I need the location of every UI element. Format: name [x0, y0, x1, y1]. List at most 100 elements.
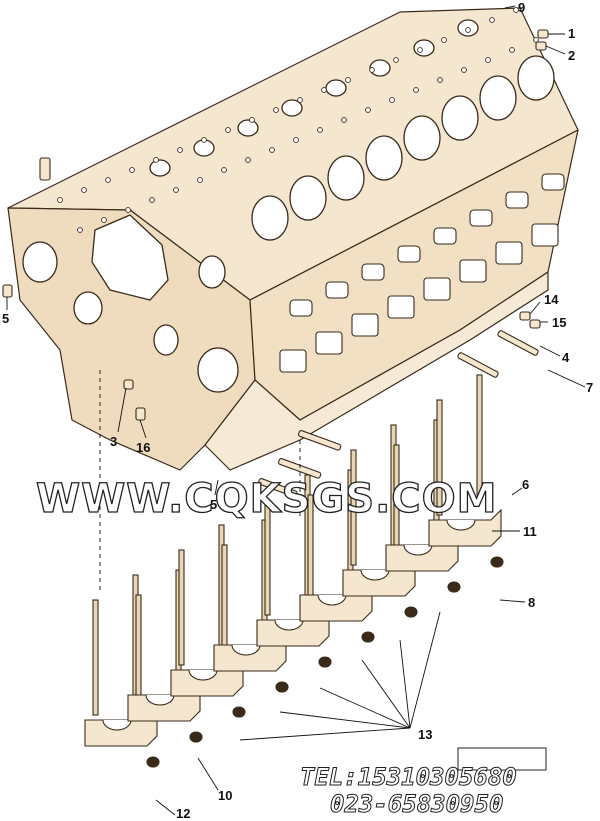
callout-10: 10 [218, 788, 232, 803]
side-port [505, 191, 529, 209]
plug-2 [535, 41, 547, 51]
leader-13-b [279, 711, 411, 729]
block-bolts [2, 29, 549, 498]
bolt-6b [277, 458, 322, 479]
cylinder-bore [517, 55, 555, 101]
deck-bolt-hole [393, 57, 399, 63]
deck-bolt-hole [125, 207, 131, 213]
cap-stud [436, 399, 443, 516]
leader-13-d [361, 659, 411, 729]
cap-nut [404, 606, 418, 618]
bolt-4 [457, 352, 499, 378]
leader-7 [547, 369, 586, 388]
deck-bolt-hole [273, 107, 279, 113]
water-jacket-port [237, 119, 259, 137]
deck-bolt-hole [101, 217, 107, 223]
leader-2 [545, 45, 566, 55]
deck-bolt-hole [293, 137, 299, 143]
deck-bolt-hole [297, 97, 303, 103]
leader-13-e [399, 639, 411, 729]
leader-13-a [239, 727, 411, 741]
front-bore-4 [197, 347, 239, 393]
deck-bolt-hole [489, 17, 495, 23]
cap-bore [145, 694, 175, 706]
side-port [469, 209, 493, 227]
leader-9 [504, 5, 516, 9]
deck-bolt-hole [389, 97, 395, 103]
website-watermark: WWW.CQKSGS.COM [36, 476, 497, 522]
callout-5-left: 5 [2, 311, 9, 326]
crankcase-window [387, 295, 415, 319]
bearing-cap-assembly [428, 374, 504, 568]
callout-4: 4 [562, 350, 570, 365]
deck-bolt-hole [513, 7, 519, 13]
water-jacket-port [325, 79, 347, 97]
cap-bore [403, 544, 433, 556]
callout-16: 16 [136, 440, 150, 455]
bolt-6a [297, 430, 342, 451]
callout-7: 7 [586, 380, 593, 395]
deck-bolt-hole [57, 197, 63, 203]
deck-bolt-hole [465, 27, 471, 33]
water-jacket-port [149, 159, 171, 177]
cylinder-bore [327, 155, 365, 201]
crankcase-window [459, 259, 487, 283]
water-jacket-port [413, 39, 435, 57]
cylinder-bore [289, 175, 327, 221]
deck-bolt-hole [153, 157, 159, 163]
cap-nut [490, 556, 504, 568]
front-bore-3 [153, 324, 179, 356]
deck-bolt-holes [57, 7, 539, 233]
cylinder-bore [441, 95, 479, 141]
callout-15: 15 [552, 315, 566, 330]
deck-bolt-hole [269, 147, 275, 153]
crankcase-window [315, 331, 343, 355]
cap-stud [221, 544, 228, 661]
cap-bore [317, 594, 347, 606]
front-bore-1 [22, 241, 58, 283]
leader-6 [511, 487, 523, 496]
leader-8 [499, 599, 526, 603]
leader-3 [117, 387, 127, 433]
cylinder-bore [365, 135, 403, 181]
deck-bolt-hole [201, 137, 207, 143]
bolt-14 [519, 311, 531, 321]
leader-14 [529, 301, 541, 315]
callout-11: 11 [523, 524, 537, 539]
cap-bore [274, 619, 304, 631]
callout-6: 6 [522, 477, 529, 492]
cylinder-bore [251, 195, 289, 241]
cap-stud [264, 499, 271, 616]
cap-nut [447, 581, 461, 593]
cap-nut [275, 681, 289, 693]
side-port [397, 245, 421, 263]
callout-13: 13 [418, 727, 432, 742]
leader-10 [197, 757, 219, 791]
deck-bolt-hole [485, 57, 491, 63]
leader-5b [214, 479, 219, 496]
leader-4 [539, 345, 561, 357]
cap-stud [178, 549, 185, 666]
drawing-reference-box [457, 747, 547, 771]
cap-bore [231, 644, 261, 656]
leader-13-c [319, 687, 411, 729]
deck-bolt-hole [365, 107, 371, 113]
deck-bolt-hole [173, 187, 179, 193]
deck-bolt-hole [129, 167, 135, 173]
cap-stud [135, 594, 142, 711]
front-bore-2 [73, 291, 103, 325]
deck-bolt-hole [345, 77, 351, 83]
deck-bolt-hole [197, 177, 203, 183]
leader-12 [155, 799, 176, 816]
side-port [289, 299, 313, 317]
deck-bolt-hole [149, 197, 155, 203]
deck-bolt-hole [81, 187, 87, 193]
deck-bolt-hole [413, 87, 419, 93]
plug-3 [123, 379, 134, 390]
leader-lines [6, 5, 586, 816]
crankcase-window [279, 349, 307, 373]
deck-bolt-hole [317, 127, 323, 133]
deck-bolt-hole [77, 227, 83, 233]
bearing-cap-assembly [213, 519, 289, 693]
